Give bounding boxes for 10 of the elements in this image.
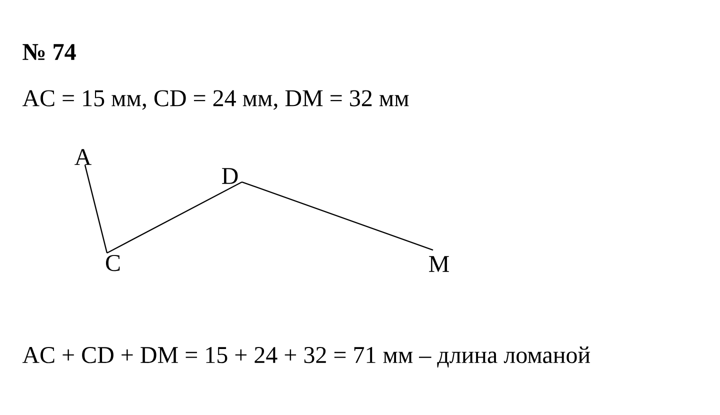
total-length: AC + CD + DM = 15 + 24 + 32 = 71 мм – длина ломаной [22,346,590,368]
point-label: C [106,254,120,272]
point-label: D [222,168,238,184]
point-label: A [74,149,92,165]
segment [106,181,242,254]
segment [242,181,434,251]
exercise-number: № 74 [22,44,76,60]
given-lengths: AC = 15 мм, CD = 24 мм, DM = 32 мм [22,90,409,110]
segment [84,164,108,254]
point-label: M [429,256,449,272]
